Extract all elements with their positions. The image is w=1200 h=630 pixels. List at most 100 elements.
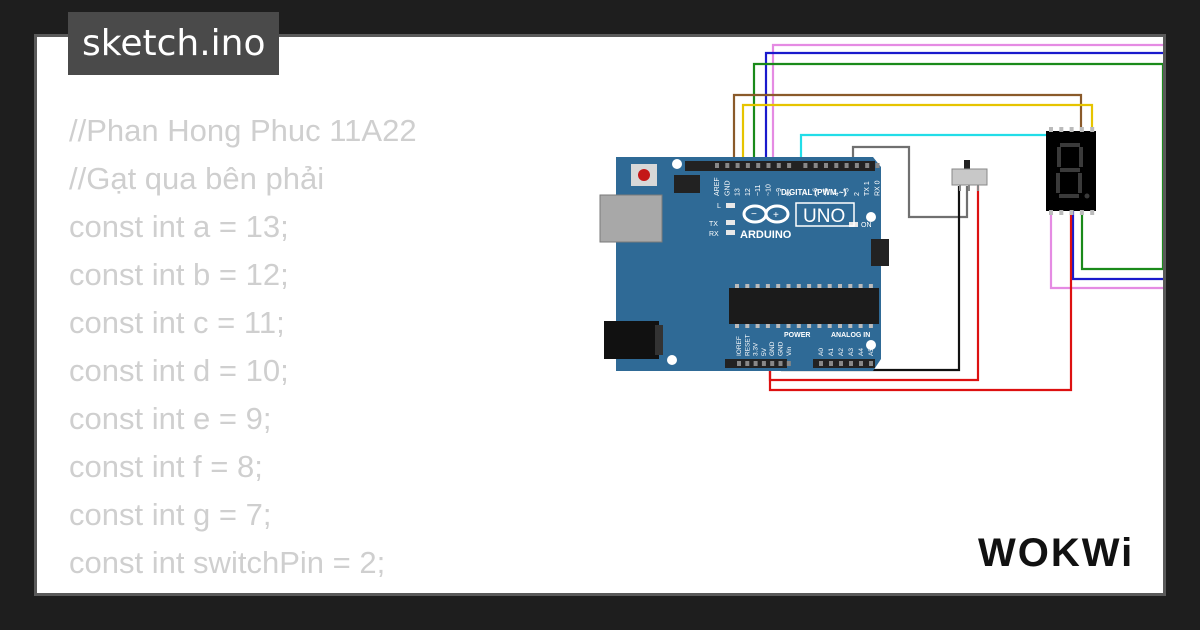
digital-pin[interactable] (803, 163, 808, 168)
seven-segment-display (1046, 127, 1096, 215)
segment-pin[interactable] (1090, 210, 1095, 215)
analog-pin-label: A3 (848, 348, 855, 356)
power-pin[interactable] (778, 361, 783, 366)
svg-text:+: + (773, 210, 779, 221)
digital-pin-label: ~10 (766, 184, 773, 196)
digital-pin[interactable] (875, 163, 880, 168)
digital-pin-label: 7 (802, 192, 809, 196)
power-pin-label: Vin (786, 346, 793, 356)
digital-pin-label: ~11 (755, 185, 762, 196)
digital-pin-label: AREF (714, 177, 721, 196)
digital-pin[interactable] (725, 163, 730, 168)
digital-pin[interactable] (745, 163, 750, 168)
segment-pin[interactable] (1090, 127, 1095, 132)
board-brand: ARDUINO (740, 229, 792, 241)
analog-pin[interactable] (849, 361, 853, 366)
wire-green (752, 62, 1163, 271)
segment-pin[interactable] (1069, 210, 1074, 215)
atmega-chip (729, 288, 879, 324)
file-tab[interactable]: sketch.ino (68, 12, 280, 75)
power-pin[interactable] (737, 361, 741, 366)
slide-switch[interactable] (951, 160, 988, 191)
segment-pin[interactable] (1079, 127, 1084, 132)
digital-pin[interactable] (766, 163, 771, 168)
analog-pin-label: A0 (818, 348, 825, 356)
wire-yellow (741, 103, 1094, 168)
segment-pin[interactable] (1069, 127, 1074, 132)
segment-pin[interactable] (1049, 210, 1053, 215)
digital-pin[interactable] (787, 163, 792, 168)
code-line: //Phan Hong Phuc 11A22 (69, 113, 417, 148)
digital-pin-label: ~3 (844, 188, 851, 196)
wire-blue (764, 51, 1163, 168)
board-model: UNO (803, 206, 845, 227)
power-header-label: POWER (784, 332, 810, 339)
digital-pin-label: ~9 (776, 188, 783, 196)
power-pin[interactable] (761, 361, 766, 366)
code-line: const int f = 8; (69, 449, 263, 484)
code-line: const int g = 7; (69, 497, 272, 532)
code-line: const int e = 9; (69, 401, 272, 436)
power-jack (604, 321, 659, 359)
code-line: const int b = 12; (69, 257, 289, 292)
segment-pin[interactable] (1059, 127, 1064, 132)
analog-pin-label: A4 (858, 348, 865, 356)
arduino-logo-icon (742, 204, 790, 224)
power-pin[interactable] (745, 361, 750, 366)
wire-red-2 (768, 186, 980, 382)
digital-pin[interactable] (844, 163, 849, 168)
analog-pin[interactable] (819, 361, 823, 366)
digital-pin[interactable] (715, 163, 719, 168)
analog-pin-label: A2 (838, 348, 845, 356)
code-preview: //Phan Hong Phuc 11A22 //Gạt qua bên phải… (69, 107, 443, 593)
analog-pin[interactable] (829, 361, 833, 366)
analog-pin[interactable] (839, 361, 843, 366)
power-pin-label: GND (769, 341, 776, 356)
digital-pin-label: TX 1 (864, 181, 871, 196)
led-rx-label: RX (709, 231, 719, 238)
power-pin[interactable] (770, 361, 775, 366)
code-line: //Gạt qua bên phải (69, 161, 325, 196)
digital-pin-label: RX 0 (875, 180, 882, 196)
digital-header-label: DIGITAL (PWM ~) (781, 188, 847, 197)
power-pin[interactable] (786, 361, 791, 366)
usb-port (599, 194, 663, 243)
digital-pin[interactable] (834, 163, 839, 168)
wokwi-logo-text: WOKWi (978, 531, 1134, 575)
digital-pin[interactable] (865, 163, 870, 168)
power-pin-label: 3.3V (753, 342, 760, 356)
segment-pin[interactable] (1049, 127, 1053, 132)
analog-pin[interactable] (859, 361, 863, 366)
led-on-label: ON (861, 222, 872, 229)
analog-pin-label: A5 (868, 348, 875, 356)
digital-pin-label: GND (724, 180, 731, 196)
code-line: const int switchPin = 2; (69, 545, 386, 580)
power-pin[interactable] (753, 361, 758, 366)
digital-pin-label: 12 (745, 188, 752, 196)
segment-pin[interactable] (1079, 210, 1084, 215)
led-tx-label: TX (709, 221, 718, 228)
analog-header (813, 359, 875, 368)
wire-brown (732, 93, 1083, 168)
analog-pin[interactable] (869, 361, 873, 366)
led-l-label: L (717, 203, 721, 210)
power-pin-label: RESET (744, 334, 751, 356)
wire-pink-2 (1049, 210, 1163, 290)
project-preview-card: //Phan Hong Phuc 11A22 //Gạt qua bên phải… (34, 34, 1166, 596)
digital-pin[interactable] (756, 163, 761, 168)
digital-pin[interactable] (776, 163, 781, 168)
digital-pin-label: ~5 (823, 188, 830, 196)
wire-pink (771, 43, 1163, 168)
digital-pin[interactable] (735, 163, 740, 168)
code-line: const int d = 10; (69, 353, 289, 388)
digital-pin[interactable] (813, 163, 818, 168)
digital-pin-label: 13 (735, 188, 742, 196)
digital-pin[interactable] (854, 163, 859, 168)
power-pin-label: 5V (761, 347, 768, 356)
wokwi-logo: WOKWi (978, 531, 1134, 575)
digital-pin[interactable] (824, 163, 828, 168)
segment-pin[interactable] (1059, 210, 1064, 215)
digital-pin-label: 2 (854, 192, 861, 196)
digital-pin-label: 8 (786, 192, 793, 196)
